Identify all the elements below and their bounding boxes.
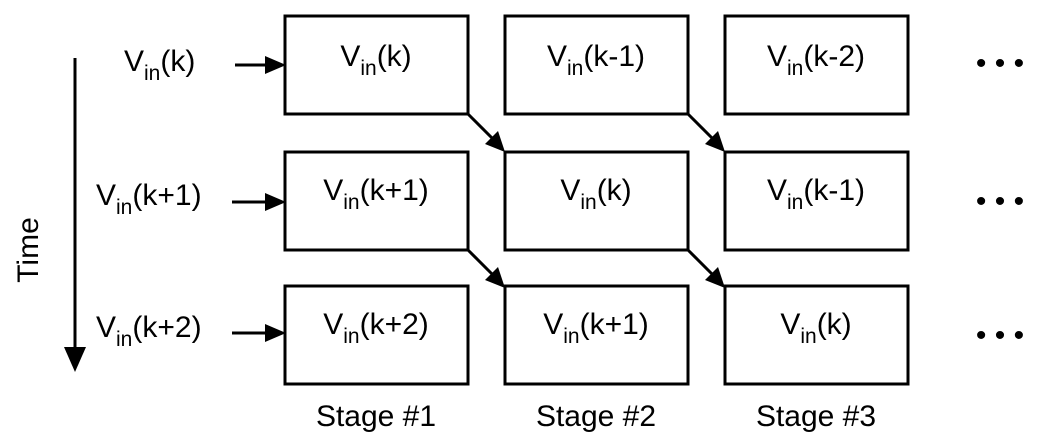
input-label-1: Vin(k) xyxy=(124,45,195,85)
time-label: Time xyxy=(12,217,45,283)
input-arrow-1-head xyxy=(265,56,286,74)
row-2: Vin(k+1) Vin(k) Vin(k-1) • • • xyxy=(283,150,1024,252)
box-label-r3-c2: Vin(k+1) xyxy=(543,308,649,348)
input-label-2: Vin(k+1) xyxy=(96,179,202,219)
stage-label-3: Stage #3 xyxy=(756,400,876,433)
stage-label-1: Stage #1 xyxy=(316,400,436,433)
diag-arrow-r1-c1-head xyxy=(485,131,505,152)
input-row-1: Vin(k) xyxy=(124,45,286,85)
continuation-dots-3: • • • xyxy=(976,319,1024,352)
diag-arrow-r2-c2-head xyxy=(705,267,725,288)
stage-box-r1-c1 xyxy=(283,14,470,116)
box-label-r2-c2: Vin(k) xyxy=(560,174,631,214)
box-label-r2-c1: Vin(k+1) xyxy=(323,174,429,214)
diag-arrow-r2-c1-head xyxy=(485,267,505,288)
box-label-r1-c2: Vin(k-1) xyxy=(547,40,645,80)
time-axis: Time xyxy=(12,58,86,372)
stage-box-r2-c1 xyxy=(283,150,470,252)
input-label-3: Vin(k+2) xyxy=(96,311,202,351)
box-label-r1-c3: Vin(k-2) xyxy=(767,40,865,80)
stage-box-r2-c2 xyxy=(503,150,690,252)
stage-box-r3-c1 xyxy=(283,284,470,386)
input-row-3: Vin(k+2) xyxy=(96,311,286,351)
input-row-2: Vin(k+1) xyxy=(96,179,286,219)
stage-box-r1-c3 xyxy=(723,14,910,116)
continuation-dots-2: • • • xyxy=(976,185,1024,218)
stage-labels: Stage #1 Stage #2 Stage #3 xyxy=(316,400,876,433)
time-arrowhead xyxy=(64,347,86,372)
box-label-r1-c1: Vin(k) xyxy=(340,40,411,80)
box-label-r2-c3: Vin(k-1) xyxy=(767,174,865,214)
box-label-r3-c3: Vin(k) xyxy=(780,308,851,348)
stage-box-r2-c3 xyxy=(723,150,910,252)
diagonal-arrows xyxy=(466,112,725,288)
row-3: Vin(k+2) Vin(k+1) Vin(k) • • • xyxy=(283,284,1024,386)
input-arrow-2-head xyxy=(265,193,286,211)
box-label-r3-c1: Vin(k+2) xyxy=(323,308,429,348)
stage-box-r3-c2 xyxy=(503,284,690,386)
row-1: Vin(k) Vin(k-1) Vin(k-2) • • • xyxy=(283,14,1024,116)
input-arrow-3-head xyxy=(265,324,286,342)
stage-box-r3-c3 xyxy=(723,284,910,386)
continuation-dots-1: • • • xyxy=(976,47,1024,80)
diag-arrow-r1-c2-head xyxy=(705,131,725,152)
stage-label-2: Stage #2 xyxy=(536,400,656,433)
stage-box-r1-c2 xyxy=(503,14,690,116)
